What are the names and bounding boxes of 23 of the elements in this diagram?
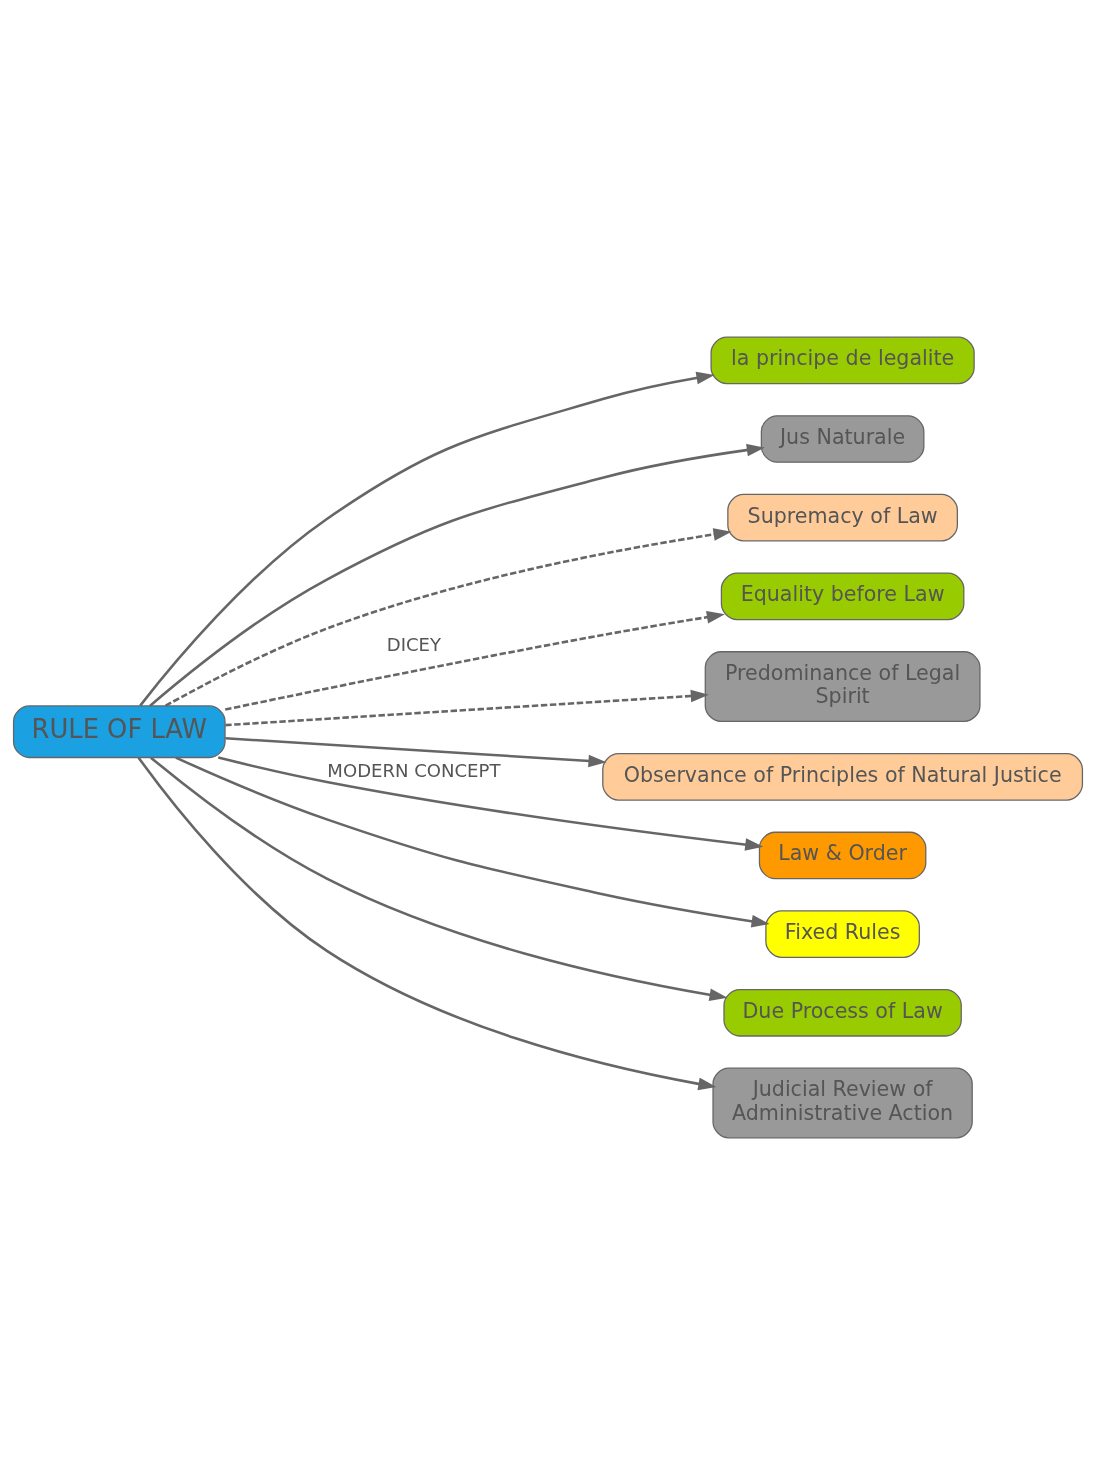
edge-label: MODERN CONCEPT [327,760,501,782]
node-box: Fixed Rules [765,910,920,958]
node-box: Supremacy of Law [727,493,958,542]
arrow [217,756,764,851]
arrow [225,610,725,711]
arrow [149,443,765,707]
node-box: Judicial Review of Administrative Action [712,1067,973,1139]
node-box: Predominance of Legal Spirit [704,651,981,723]
arrow [150,756,728,1001]
node-box: Law & Order [758,831,927,880]
node-box: Equality before Law [720,572,965,621]
arrow [225,736,607,768]
arrow [225,689,709,727]
node-box: RULE OF LAW [12,705,226,759]
arrow [139,371,715,707]
edge-label: DICEY [386,633,442,655]
arrow [137,756,717,1091]
node-box: Observance of Principles of Natural Justice [602,752,1084,801]
node-box: Due Process of Law [723,988,962,1037]
arrow [175,756,770,928]
arrow [165,528,732,707]
node-box: Jus Naturale [760,415,925,463]
node-box: la principe de legalite [710,336,975,385]
